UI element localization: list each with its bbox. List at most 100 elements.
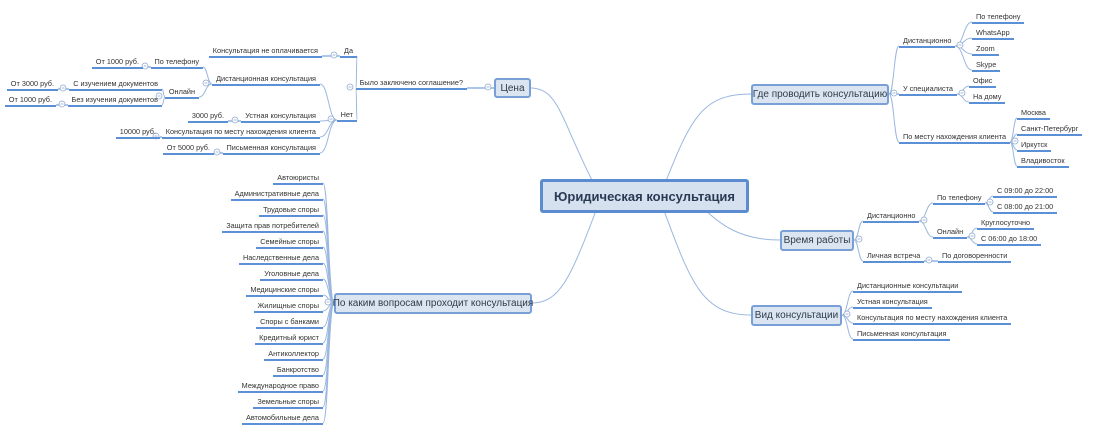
question-item[interactable]: Антиколлектор [264, 349, 323, 361]
branch-node[interactable]: Консультация не оплачивается [208, 46, 322, 58]
collapse-icon[interactable] [231, 116, 239, 124]
question-item[interactable]: Трудовые споры [259, 205, 323, 217]
branch-node[interactable]: Без изучения документов [67, 95, 162, 107]
collapse-icon[interactable] [925, 256, 933, 264]
collapse-icon[interactable] [202, 79, 210, 87]
branch-node[interactable]: Нет [336, 110, 357, 122]
branch-node[interactable]: Онлайн [164, 87, 199, 99]
branch-node[interactable]: По телефону [972, 12, 1025, 24]
question-item[interactable]: Защита прав потребителей [222, 221, 323, 233]
branch-node[interactable]: От 1000 руб. [91, 57, 143, 69]
branch-node[interactable]: Москва [1017, 108, 1050, 120]
branch-node[interactable]: Дистанционно [863, 211, 920, 223]
collapse-icon[interactable] [330, 51, 338, 59]
connector-central-types [659, 199, 752, 316]
question-item[interactable]: Международное право [237, 381, 323, 393]
question-item[interactable]: Банкротство [272, 365, 323, 377]
branch-node[interactable]: Было заключено соглашение? [355, 78, 467, 90]
connector [853, 220, 864, 241]
branch-node[interactable]: Владивосток [1017, 156, 1069, 168]
topic-hours[interactable]: Время работы [780, 230, 854, 251]
connector [322, 198, 335, 304]
branch-node[interactable]: От 3000 руб. [6, 79, 58, 91]
branch-node[interactable]: Круглосуточно [977, 218, 1035, 230]
branch-node[interactable]: Офис [969, 76, 997, 88]
question-item[interactable]: Семейные споры [256, 237, 323, 249]
collapse-icon[interactable] [346, 83, 354, 91]
question-item[interactable]: Наследственные дела [238, 253, 323, 265]
branch-node[interactable]: На дому [969, 92, 1006, 104]
branch-node[interactable]: Письменная консультация [222, 143, 320, 155]
branch-node[interactable]: Личная встреча [863, 251, 925, 263]
collapse-icon[interactable] [890, 89, 898, 97]
branch-node[interactable]: 3000 руб. [187, 111, 228, 123]
branch-node[interactable]: Онлайн [933, 227, 968, 239]
branch-node[interactable]: От 5000 руб. [162, 143, 214, 155]
question-item[interactable]: Уголовные дела [260, 269, 323, 281]
branch-node[interactable]: От 1000 руб. [4, 95, 56, 107]
branch-node[interactable]: Консультация по месту нахождения клиента [161, 127, 320, 139]
connector [161, 96, 166, 106]
branch-node[interactable]: Да [340, 46, 357, 58]
branch-node[interactable]: Консультация по месту нахождения клиента [853, 313, 1012, 325]
collapse-icon[interactable] [59, 84, 67, 92]
topic-questions[interactable]: По каким вопросам проходит консультация [333, 293, 533, 314]
branch-node[interactable]: По месту нахождения клиента [899, 132, 1011, 144]
collapse-icon[interactable] [327, 115, 335, 123]
connector-central-questions [530, 199, 601, 304]
topic-price[interactable]: Цена [494, 78, 531, 98]
collapse-icon[interactable] [956, 41, 964, 49]
connector [319, 119, 338, 138]
branch-node[interactable]: С 09:00 до 22:00 [993, 186, 1058, 198]
collapse-icon[interactable] [968, 232, 976, 240]
branch-node[interactable]: Дистанционно [899, 36, 956, 48]
connector [918, 202, 934, 222]
branch-node[interactable]: По договоренности [938, 251, 1012, 263]
question-item[interactable]: Автомобильные дела [241, 413, 323, 425]
question-item[interactable]: Жилищные споры [253, 301, 323, 313]
branch-node[interactable]: По телефону [933, 193, 986, 205]
connector [198, 83, 213, 98]
collapse-icon[interactable] [1011, 137, 1019, 145]
branch-node[interactable]: С 08:00 до 21:00 [993, 202, 1058, 214]
question-item[interactable]: Земельные споры [253, 397, 323, 409]
collapse-icon[interactable] [986, 198, 994, 206]
branch-node[interactable]: Zoom [972, 44, 999, 56]
branch-node[interactable]: У специалиста [899, 84, 957, 96]
branch-node[interactable]: Устная консультация [241, 111, 320, 123]
question-item[interactable]: Административные дела [230, 189, 323, 201]
collapse-icon[interactable] [920, 216, 928, 224]
question-item[interactable]: Автоюристы [273, 173, 323, 185]
branch-node[interactable]: С изучением документов [69, 79, 162, 91]
collapse-icon[interactable] [484, 83, 492, 91]
collapse-icon[interactable] [155, 92, 163, 100]
branch-node[interactable]: Иркутск [1017, 140, 1052, 152]
collapse-icon[interactable] [58, 100, 66, 108]
topic-types[interactable]: Вид консультации [751, 305, 842, 326]
branch-node[interactable]: С 06:00 до 18:00 [977, 234, 1042, 246]
branch-node[interactable]: Дистанционная консультация [212, 74, 320, 86]
branch-node[interactable]: По телефону [150, 57, 203, 69]
branch-node[interactable]: Skype [972, 60, 1001, 72]
question-item[interactable]: Споры с банками [256, 317, 323, 329]
branch-node[interactable]: Санкт-Петербург [1017, 124, 1083, 136]
connector [888, 93, 900, 143]
branch-node[interactable]: 10000 руб. [115, 127, 160, 139]
collapse-icon[interactable] [843, 310, 851, 318]
collapse-icon[interactable] [141, 62, 149, 70]
branch-node[interactable]: WhatsApp [972, 28, 1014, 40]
collapse-icon[interactable] [958, 89, 966, 97]
question-item[interactable]: Медицинские споры [246, 285, 323, 297]
branch-node[interactable]: Дистанционные консультации [853, 281, 963, 293]
connector [319, 83, 338, 121]
question-item[interactable]: Кредитный юрист [255, 333, 323, 345]
collapse-icon[interactable] [855, 235, 863, 243]
central-topic[interactable]: Юридическая консультация [540, 179, 749, 213]
branch-node[interactable]: Устная консультация [853, 297, 932, 309]
branch-node[interactable]: Письменная консультация [853, 329, 951, 341]
collapse-icon[interactable] [324, 298, 332, 306]
collapse-icon[interactable] [213, 148, 221, 156]
connector [1009, 141, 1018, 167]
topic-where[interactable]: Где проводить консультацию [751, 84, 889, 105]
